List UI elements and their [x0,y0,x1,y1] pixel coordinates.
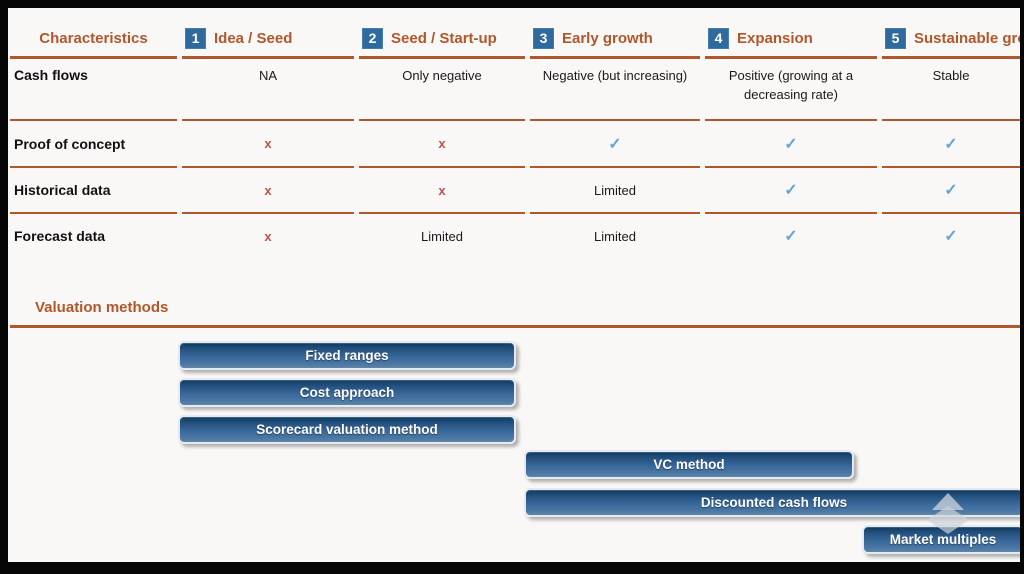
characteristics-table: Characteristics 1 Idea / Seed 2 Seed / S… [8,20,1020,258]
method-bar-discounted-cash-flows: Discounted cash flows [524,488,1020,517]
stage-number-badge: 1 [185,27,206,49]
row-label-historical-data: Historical data [10,168,177,214]
stage-label: Seed / Start-up [391,29,497,47]
header-stage-1: 1 Idea / Seed [182,20,354,59]
method-bar-cost-approach: Cost approach [178,378,516,407]
check-mark-icon: ✓ [882,121,1020,168]
table-cell: Positive (growing at a decreasing rate) [705,59,877,121]
table-cell: Stable [882,59,1020,121]
slide-content: Characteristics 1 Idea / Seed 2 Seed / S… [8,8,1020,562]
table-cell: Limited [594,228,636,244]
valuation-methods-heading: Valuation methods [35,299,169,316]
x-mark-icon: x [182,121,354,168]
row-label-cash-flows: Cash flows [10,59,177,121]
row-label-proof-of-concept: Proof of concept [10,121,177,168]
stage-label: Early growth [562,29,653,47]
header-stage-3: 3 Early growth [530,20,700,59]
method-bar-vc-method: VC method [524,450,854,479]
stage-label: Expansion [737,29,813,47]
row-label-forecast-data: Forecast data [14,228,106,244]
check-mark-icon: ✓ [705,121,877,168]
table-cell: Limited [421,228,463,244]
header-stage-5: 5 Sustainable growth [882,20,1020,59]
stage-number-badge: 3 [533,27,554,49]
x-mark-icon: x [264,228,272,244]
x-mark-icon: x [182,168,354,214]
x-mark-icon: x [359,168,525,214]
method-bar-scorecard-valuation: Scorecard valuation method [178,415,516,444]
x-mark-icon: x [359,121,525,168]
header-stage-2: 2 Seed / Start-up [359,20,525,59]
table-cell: Only negative [359,59,525,121]
header-characteristics: Characteristics [10,20,177,59]
method-bar-fixed-ranges: Fixed ranges [178,341,516,370]
stage-number-badge: 5 [885,27,906,49]
section-divider [10,325,1020,328]
header-stage-4: 4 Expansion [705,20,877,59]
check-mark-icon: ✓ [944,228,958,245]
table-cell: NA [182,59,354,121]
stage-label: Sustainable growth [914,29,1020,47]
stage-number-badge: 2 [362,27,383,49]
stage-number-badge: 4 [708,27,729,49]
check-mark-icon: ✓ [705,168,877,214]
table-cell: Negative (but increasing) [530,59,700,121]
characteristics-header-label: Characteristics [39,29,148,47]
check-mark-icon: ✓ [530,121,700,168]
check-mark-icon: ✓ [784,228,798,245]
table-cell: Limited [530,168,700,214]
check-mark-icon: ✓ [882,168,1020,214]
method-bar-market-multiples: Market multiples [862,525,1020,554]
stage-label: Idea / Seed [214,29,293,47]
